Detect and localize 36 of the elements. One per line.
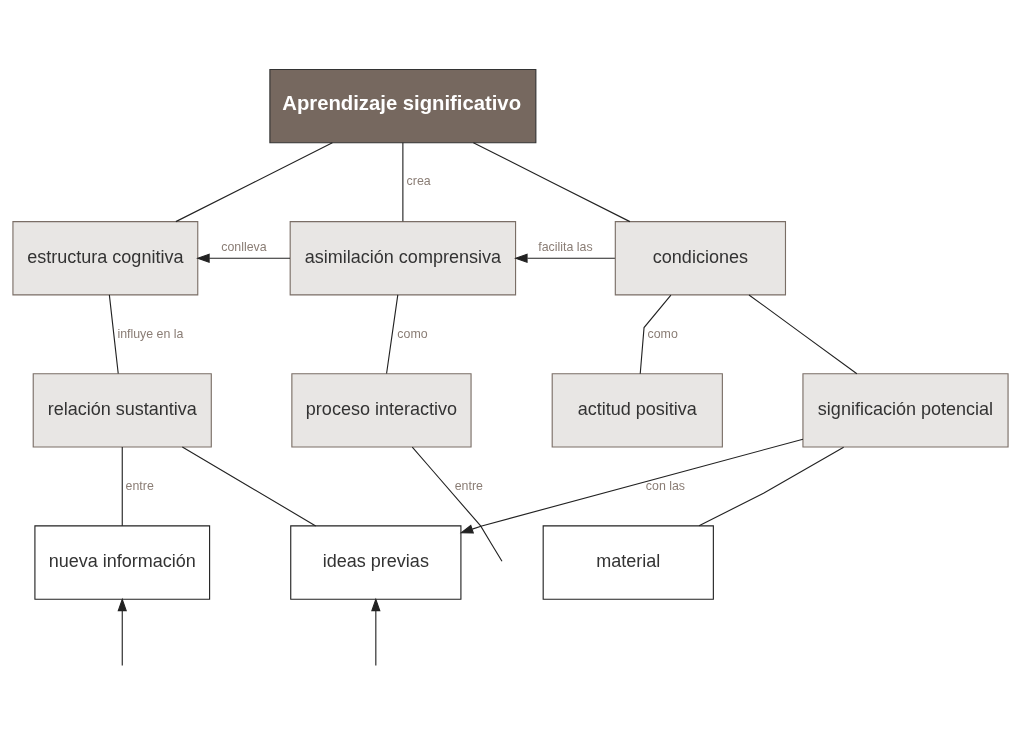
arrow (117, 597, 127, 666)
node-box: ideas previas (290, 524, 462, 600)
connector (411, 446, 503, 562)
connector (175, 141, 333, 222)
connector (698, 446, 845, 526)
node-box: significación potencial (802, 372, 1009, 448)
edge-label: entre (454, 478, 483, 493)
connector (639, 294, 672, 374)
edge-label: entre (125, 478, 154, 493)
node-box: actitud positiva (551, 372, 723, 448)
edge-label: como (397, 326, 428, 340)
node-box: estructura cognitiva (12, 220, 199, 295)
arrow (196, 253, 291, 263)
connector (108, 293, 119, 374)
node-box: asimilación comprensiva (289, 220, 517, 295)
edge-label: influye en la (117, 326, 184, 340)
node-box: nueva información (34, 524, 211, 600)
node-box: relación sustantiva (32, 372, 212, 448)
arrow (371, 597, 381, 666)
connector (181, 446, 317, 526)
node-box: material (542, 524, 714, 600)
connector (402, 141, 404, 222)
edge-label: como (647, 326, 678, 340)
edge-label: conlleva (221, 239, 267, 254)
node-box: Aprendizaje significativo (269, 68, 537, 143)
node-box: proceso interactivo (291, 372, 472, 448)
node-box: condiciones (614, 220, 787, 295)
connector (748, 293, 858, 374)
edge-label: con las (645, 478, 686, 493)
edge-label: facilita las (538, 239, 593, 254)
arrow (514, 253, 616, 263)
connector (386, 293, 399, 374)
connector (472, 141, 631, 222)
arrow (459, 438, 804, 533)
edge-label: crea (406, 173, 431, 188)
connector (121, 446, 123, 526)
